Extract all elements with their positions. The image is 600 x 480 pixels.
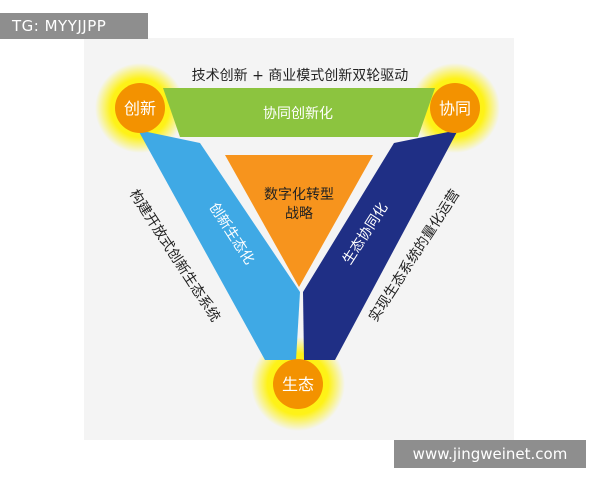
band-top-green [163, 88, 435, 137]
node-collaboration-label: 协同 [439, 99, 471, 118]
node-collaboration [430, 83, 480, 133]
watermark-bottom-right: www.jingweinet.com [394, 440, 586, 468]
diagram-heading: 技术创新 + 商业模式创新双轮驱动 [192, 68, 409, 84]
node-innovation-label: 创新 [124, 99, 156, 118]
watermark-top-left: TG: MYYJJPP [0, 13, 148, 39]
band-top-label: 协同创新化 [263, 106, 333, 122]
node-innovation [115, 83, 165, 133]
center-triangle-orange [225, 155, 373, 287]
center-label-line1: 数字化转型 [264, 187, 334, 203]
band-left-blue [138, 130, 300, 360]
node-ecology [273, 359, 323, 409]
node-ecology-label: 生态 [282, 375, 314, 394]
band-right-navy [303, 130, 458, 360]
center-label-line2: 战略 [285, 206, 313, 222]
